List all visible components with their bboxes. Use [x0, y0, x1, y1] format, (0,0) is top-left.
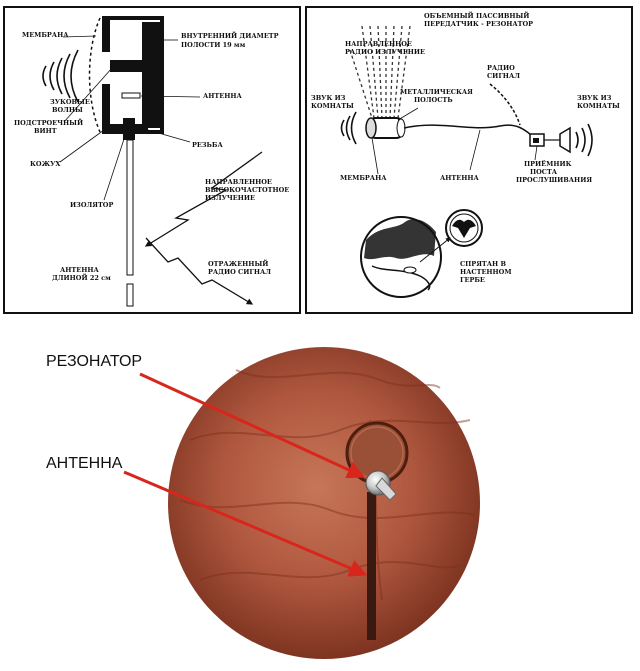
photo-label-antenna: АНТЕННА [46, 455, 123, 472]
reflected-rf-arrow [145, 237, 254, 305]
right-diagram-panel: ОБЪЕМНЫЙ ПАССИВНЫЙ ПЕРЕДАТЧИК - РЕЗОНАТО… [305, 6, 633, 314]
antenna-disk [121, 92, 141, 99]
label-directed-radiation-2: РАДИО ИЗЛУЧЕНИЕ [345, 48, 425, 56]
label-housing: КОЖУХ [30, 160, 61, 168]
label-receiver-2: ПОСТА [530, 168, 558, 176]
label-receiver-1: ПРИЁМНИК [524, 159, 572, 168]
resonator-arrow [139, 372, 366, 479]
left-diagram-panel: МЕМБРАНА ВНУТРЕННИЙ ДИАМЕТР ПОЛОСТИ 19 м… [3, 6, 301, 314]
metal-cavity-cylinder [365, 117, 406, 139]
label-directed-rf-1: НАПРАВЛЕННОЕ [205, 178, 272, 186]
seal-inset [360, 216, 442, 298]
label-insulator: ИЗОЛЯТОР [70, 201, 113, 209]
radio-signal-line [489, 83, 521, 126]
label-metal-cavity-2: ПОЛОСТЬ [414, 96, 453, 104]
label-thread: РЕЗЬБА [192, 141, 223, 149]
cavity-back-wall [142, 22, 160, 128]
antenna-rod-photo [367, 492, 376, 640]
label-antenna-length-2: ДЛИНОЙ 22 см [52, 272, 111, 282]
label-receiver-3: ПРОСЛУШИВАНИЯ [516, 176, 592, 184]
wood-seal-photo: РЕЗОНАТОР АНТЕННА [46, 347, 480, 659]
tuning-screw-body [110, 60, 158, 72]
right-leader-lines [371, 107, 538, 175]
label-antenna: АНТЕННА [203, 92, 243, 100]
label-reflected-2: РАДИО СИГНАЛ [208, 268, 271, 276]
label-sound-waves-2: ВОЛНЫ [52, 106, 83, 114]
antenna-rod-end [126, 283, 134, 307]
label-inner-diameter-2: ПОЛОСТИ 19 мм [181, 41, 246, 49]
sound-waves-icon [42, 49, 79, 103]
label-antenna-right: АНТЕННА [440, 174, 480, 182]
label-radio-signal-2: СИГНАЛ [487, 72, 520, 80]
wooden-seal-disc [168, 347, 480, 659]
antenna-wire [403, 124, 537, 141]
right-panel-frame [305, 6, 633, 314]
label-sound-left-2: КОМНАТЫ [311, 102, 354, 110]
label-title-2: ПЕРЕДАТЧИК - РЕЗОНАТОР [424, 20, 533, 28]
label-antenna-length-1: АНТЕННА [60, 266, 100, 274]
label-hidden-1: СПРЯТАН В [460, 260, 506, 268]
photo-label-resonator: РЕЗОНАТОР [46, 353, 142, 370]
antenna-rod [126, 139, 134, 276]
label-directed-rf-3: ИЗЛУЧЕНИЕ [205, 194, 255, 202]
left-leader-lines [59, 35, 201, 201]
label-sound-right-1: ЗВУК ИЗ [577, 94, 612, 102]
insulator-block [123, 118, 135, 140]
label-tuning-screw-2: ВИНТ [34, 127, 57, 135]
eagle-seal-icon [445, 209, 483, 247]
label-hidden-3: ГЕРБЕ [460, 276, 485, 284]
cavity-bottom-wall [102, 84, 110, 132]
label-tuning-screw-1: ПОДСТРОЕЧНЫЙ [14, 117, 83, 127]
label-directed-radiation-1: НАПРАВЛЕННОЕ [345, 40, 412, 48]
sound-waves-right-icon [575, 123, 593, 157]
label-sound-right-2: КОМНАТЫ [577, 102, 620, 110]
label-directed-rf-2: ВЫСОКОЧАСТОТНОЕ [205, 186, 289, 194]
antenna-arrow [123, 470, 368, 577]
label-metal-cavity-1: МЕТАЛЛИЧЕСКАЯ [400, 88, 473, 96]
cavity-top-wall [102, 18, 110, 52]
resonator-screw [375, 477, 397, 501]
label-reflected-1: ОТРАЖЕННЫЙ [208, 258, 268, 268]
incoming-rf-arrow [144, 151, 263, 247]
label-membrane: МЕМБРАНА [22, 31, 69, 39]
label-radio-signal-1: РАДИО [487, 64, 515, 72]
label-title-1: ОБЪЕМНЫЙ ПАССИВНЫЙ [424, 10, 529, 20]
label-hidden-2: НАСТЕННОМ [460, 268, 512, 276]
sound-waves-left-icon [340, 111, 357, 145]
label-membrane-right: МЕМБРАНА [340, 174, 387, 182]
label-sound-waves-1: ЗУКОВЫЕ [50, 98, 90, 106]
label-inner-diameter-1: ВНУТРЕННИЙ ДИАМЕТР [181, 30, 279, 40]
speaker-icon [559, 126, 571, 154]
inset-arrow [419, 237, 451, 263]
receiver-icon [529, 126, 571, 154]
label-sound-left-1: ЗВУК ИЗ [311, 94, 346, 102]
